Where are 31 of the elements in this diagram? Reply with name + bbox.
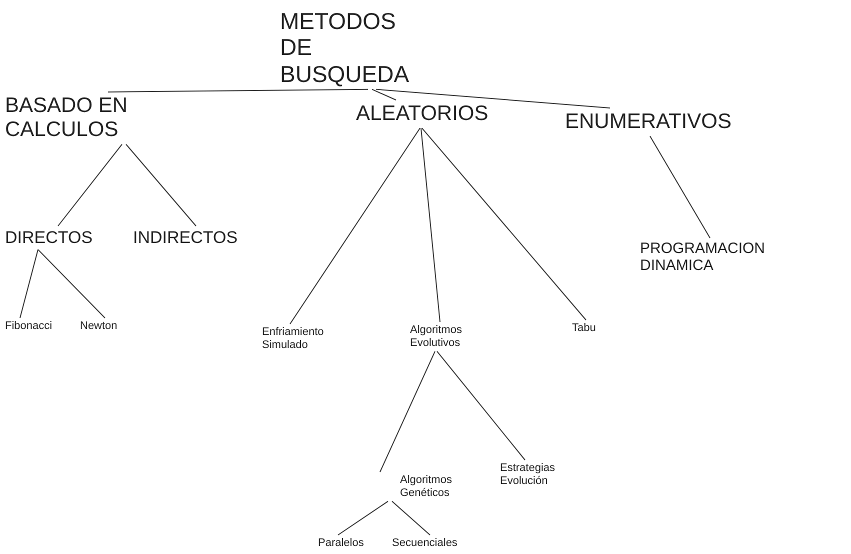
node-label: Fibonacci [5,320,54,333]
connector-line [20,249,38,318]
connector-line [338,500,388,536]
node-label: PROGRAMACION DINAMICA [640,240,766,274]
connector-line [372,88,396,100]
connector-line [58,144,122,226]
node-label: METODOS DE BUSQUEDA [280,8,410,88]
connector-line [290,128,420,324]
node-label: DIRECTOS [5,228,94,248]
connector-line [126,144,196,226]
node-label: Enfriamiento Simulado [262,326,325,352]
node-label: Algoritmos Evolutivos [410,324,463,350]
connector-line [422,128,586,320]
connector-line [436,350,526,460]
connector-line [380,350,436,472]
connector-line [650,136,710,238]
connector-line [420,128,440,322]
connector-line [392,500,430,536]
connector-line [376,88,610,108]
node-label: Algoritmos Genéticos [400,474,453,500]
node-label: Estrategias Evolución [500,462,556,488]
node-label: INDIRECTOS [133,228,239,248]
node-label: Newton [80,320,118,333]
node-label: Secuenciales [392,537,458,550]
node-label: ALEATORIOS [356,102,490,126]
node-label: BASADO EN CALCULOS [5,94,129,142]
node-label: Tabu [572,322,597,335]
node-label: Paralelos [318,537,365,550]
connector-line [108,88,368,92]
connector-line [38,249,106,318]
node-label: ENUMERATIVOS [565,110,732,134]
